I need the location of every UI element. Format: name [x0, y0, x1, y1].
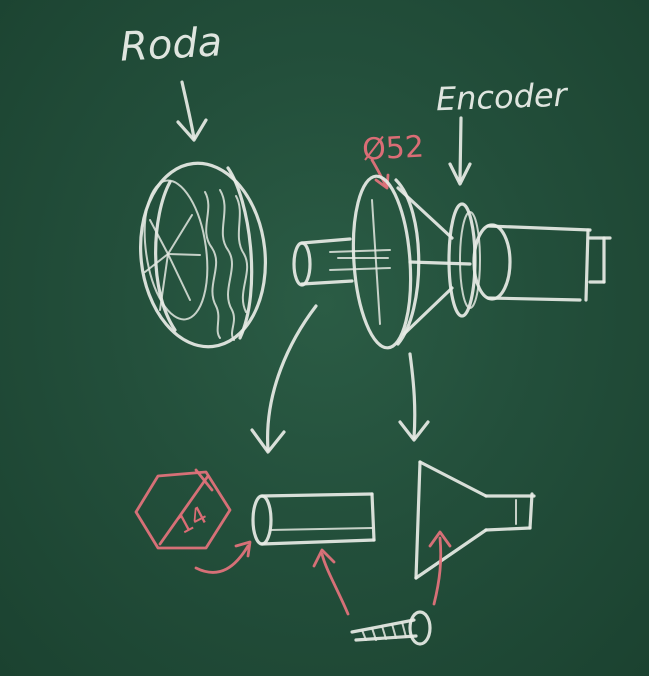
- down-arrow-right: [398, 352, 430, 442]
- encoder-label: Encoder: [435, 76, 569, 119]
- assembly-drawing: [292, 174, 612, 350]
- wheel-drawing: [138, 161, 268, 349]
- screw-arrow-left: [312, 548, 350, 616]
- wheel-label: Roda: [119, 19, 223, 70]
- hex-size-label: 14: [172, 501, 212, 540]
- down-arrow-left: [250, 304, 318, 454]
- bushing-drawing: [251, 492, 376, 546]
- encoder-arrow: [448, 116, 472, 186]
- screw-drawing: [350, 610, 432, 646]
- screw-arrow-right: [428, 530, 452, 606]
- wheel-arrow: [176, 80, 208, 142]
- diameter-label: Ø52: [361, 130, 425, 168]
- diameter-arrow: [370, 158, 388, 188]
- hex-nut-drawing: 14: [134, 468, 252, 574]
- cone-adapter-drawing: [414, 460, 536, 580]
